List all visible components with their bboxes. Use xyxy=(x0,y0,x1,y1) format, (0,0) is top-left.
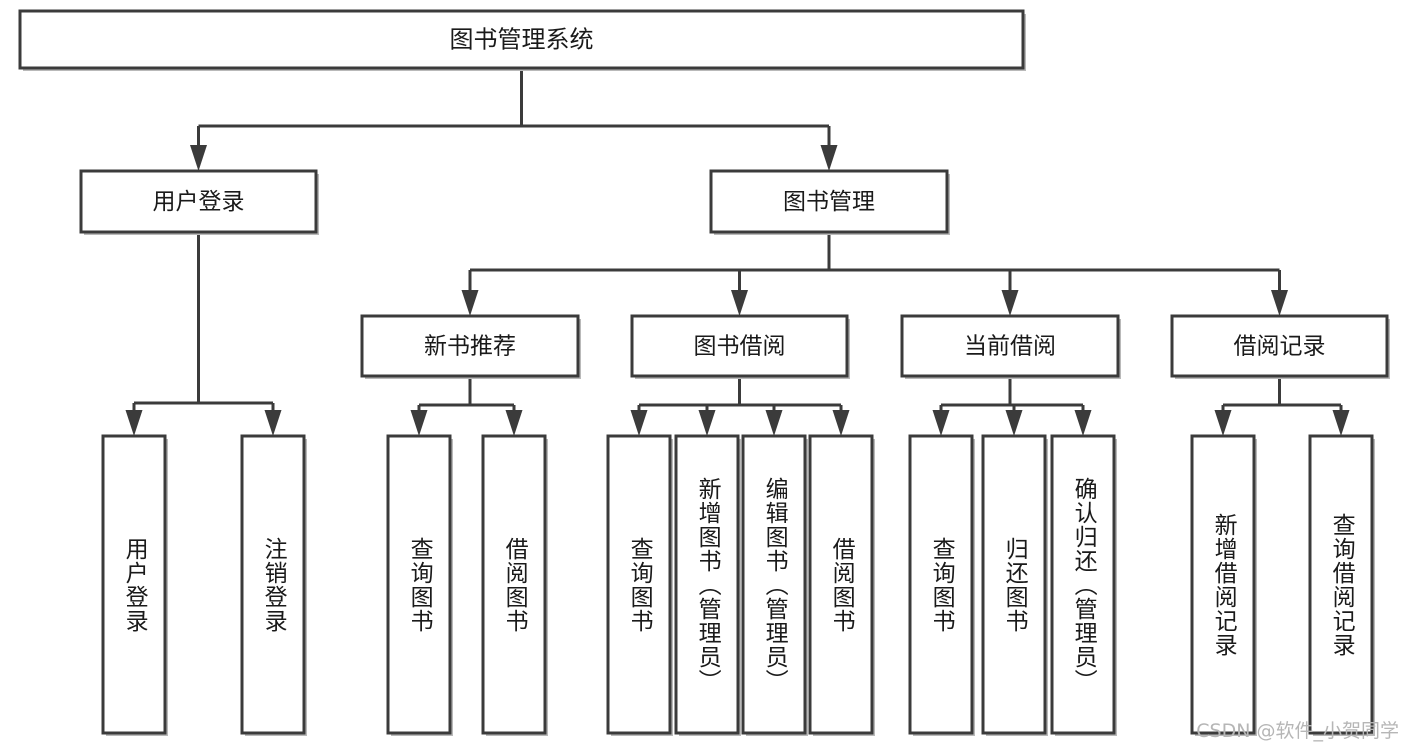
node-label-n_current: 当前借阅 xyxy=(964,334,1056,360)
node-layer xyxy=(18,9,1390,736)
arrow-head xyxy=(1214,410,1232,436)
arrow-head xyxy=(630,410,648,436)
arrow-head xyxy=(1005,410,1023,436)
node-box-n_user_login[interactable] xyxy=(79,169,318,234)
edge-group-n_history xyxy=(1214,376,1350,436)
node-box-l_logout[interactable] xyxy=(240,434,306,735)
node-box-l_hadd[interactable] xyxy=(1190,434,1256,735)
arrow-head xyxy=(264,410,282,436)
arrow-head xyxy=(1074,410,1092,436)
node-box-l_hquery[interactable] xyxy=(1308,434,1374,735)
node-box-root[interactable] xyxy=(18,9,1025,70)
node-box-l_badd[interactable] xyxy=(674,434,740,735)
node-box-l_creturn[interactable] xyxy=(981,434,1047,735)
node-label-n_borrow: 图书借阅 xyxy=(694,334,786,360)
arrow-head xyxy=(731,290,748,316)
arrow-head xyxy=(832,410,850,436)
edge-group-n_new_rec xyxy=(410,376,523,436)
node-label-root: 图书管理系统 xyxy=(450,26,594,54)
arrow-head xyxy=(820,145,838,171)
edge-group-root xyxy=(190,68,838,171)
arrow-head xyxy=(1001,290,1019,316)
arrow-head xyxy=(505,410,523,436)
node-box-l_rec_borrow[interactable] xyxy=(481,434,547,735)
arrow-head xyxy=(932,410,950,436)
arrow-head xyxy=(698,410,716,436)
node-box-n_book_mgmt[interactable] xyxy=(709,169,949,234)
arrow-head xyxy=(1332,410,1350,436)
node-box-n_current[interactable] xyxy=(900,314,1120,378)
node-box-n_borrow[interactable] xyxy=(630,314,849,378)
edge-group-n_current xyxy=(932,376,1092,436)
edge-group-n_user_login xyxy=(125,232,282,436)
node-box-n_new_rec[interactable] xyxy=(360,314,580,378)
watermark-text: CSDN @软件_小贺同学 xyxy=(1196,720,1399,742)
arrow-head xyxy=(461,290,479,316)
node-label-n_history: 借阅记录 xyxy=(1234,334,1326,360)
edge-layer xyxy=(125,68,1350,436)
node-label-n_user_login: 用户登录 xyxy=(153,189,245,215)
node-label-n_book_mgmt: 图书管理 xyxy=(783,189,875,215)
arrow-head xyxy=(410,410,428,436)
arrow-head xyxy=(190,145,207,171)
node-box-l_rec_query[interactable] xyxy=(386,434,452,735)
node-box-l_bedit[interactable] xyxy=(741,434,807,735)
node-box-l_cconfirm[interactable] xyxy=(1050,434,1116,735)
node-label-n_new_rec: 新书推荐 xyxy=(424,334,516,360)
node-box-l_login[interactable] xyxy=(101,434,167,735)
arrow-head xyxy=(765,410,783,436)
arrow-head xyxy=(125,410,143,436)
node-box-n_history[interactable] xyxy=(1170,314,1389,378)
edge-group-n_book_mgmt xyxy=(461,232,1288,316)
arrow-head xyxy=(1271,290,1288,316)
node-box-l_cq[interactable] xyxy=(908,434,974,735)
edge-group-n_borrow xyxy=(630,376,850,436)
node-box-l_bborrow[interactable] xyxy=(808,434,874,735)
node-box-l_bq[interactable] xyxy=(606,434,672,735)
